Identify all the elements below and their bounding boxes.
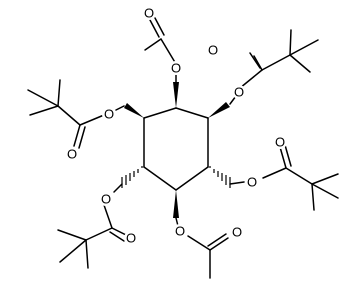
acetate-bottom (187, 233, 229, 279)
pivalate-right (262, 144, 339, 211)
oxygen-label: O (171, 61, 181, 76)
ring-bond (143, 107, 177, 119)
oxygen-label: O (101, 192, 111, 207)
wedge-bond (124, 103, 144, 118)
cyclohexane-ring (143, 107, 209, 191)
wedge-bond (173, 82, 179, 108)
oxygen-label: O (234, 85, 244, 100)
oxygen-label: O (104, 107, 114, 122)
hashed-bond-left (121, 166, 143, 188)
ring-bond (175, 166, 209, 191)
acetate-top (144, 17, 177, 65)
oxygen-label: O (275, 135, 285, 150)
ring-bond (175, 107, 209, 119)
oxygen-label: O (247, 175, 257, 190)
oxygen-label: O (175, 224, 185, 239)
pivalate-bottom-left (57, 204, 129, 269)
wedge-bond (208, 102, 230, 118)
atom-labels: O O O O O O O O O O O O (65, 6, 287, 246)
wedge-bonds (124, 82, 230, 218)
hashed-bonds (121, 166, 231, 188)
wedge-bond (173, 190, 179, 218)
oxygen-label: O (208, 43, 218, 58)
oxygen-label: O (232, 225, 242, 240)
ring-bond (143, 166, 177, 191)
oxygen-label: O (126, 231, 136, 246)
hashed-bond-right (209, 166, 231, 188)
ester-bonds (113, 73, 245, 227)
oxygen-label: O (144, 6, 154, 21)
pivalate-left (27, 79, 105, 149)
pivalate-top-right (239, 29, 319, 89)
oxygen-label: O (67, 147, 77, 162)
